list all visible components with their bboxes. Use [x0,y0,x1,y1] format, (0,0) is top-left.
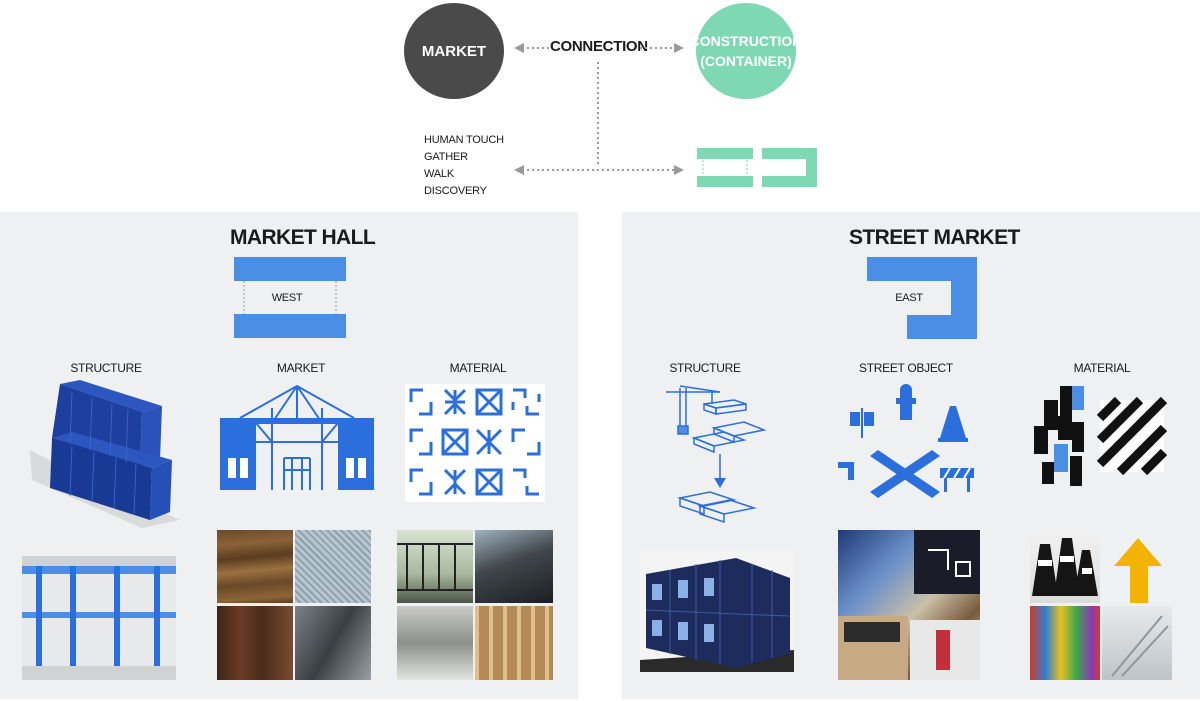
street-market-title: STREET MARKET [849,226,1020,249]
arrowhead-left [514,43,524,53]
west-plan-diagram [234,257,346,338]
street-col-material: MATERIAL [1073,361,1131,375]
connection-label: CONNECTION [550,38,648,55]
arrowhead-right [674,43,684,53]
street-object-collage-photo [838,530,980,680]
market-circle-label: MARKET [421,42,487,60]
hydrant-icon [900,390,912,420]
quality-item: HUMAN TOUCH [424,134,504,146]
east-plan-label: EAST [895,292,923,304]
connection-arrows [514,43,817,187]
brick-texture-photo [217,606,293,680]
construction-label-line1: CONSTRUCTION [689,33,803,49]
construction-label-line2: (CONTAINER) [700,53,792,69]
wood-grid-ceiling-photo [475,606,553,680]
faucet-icon [838,462,854,468]
sign-icon [850,412,860,426]
white-stair-photo [1102,606,1172,680]
construction-circle: CONSTRUCTION (CONTAINER) [690,3,802,99]
hall-col-structure: STRUCTURE [70,361,142,375]
traffic-cones-photo [1030,530,1100,603]
quality-item: DISCOVERY [424,185,487,197]
cone-icon [940,406,966,438]
container-symbol-icon [697,148,817,187]
crane-assembly-icon [666,385,767,524]
east-plan-diagram [867,257,977,339]
wood-texture-photo [217,530,293,603]
construction-circle-label: CONSTRUCTION (CONTAINER) [690,31,803,71]
ceiling-fan-photo [397,606,473,680]
metal-pipe-photo [295,606,371,680]
colorful-street-photo [1030,606,1100,680]
arrowhead-bottom-right [674,165,684,175]
quality-item: WALK [424,168,454,180]
stair-photo [475,530,553,603]
quality-item: GATHER [424,151,468,163]
material-pattern-icon [405,384,545,502]
hall-col-material: MATERIAL [449,361,507,375]
hall-col-market: MARKET [276,361,326,375]
street-col-structure: STRUCTURE [669,361,741,375]
railing-photo [397,530,473,603]
container-building-photo [640,550,794,672]
market-hall-title: MARKET HALL [230,226,376,249]
street-col-street-object: STREET OBJECT [859,361,953,375]
arrowhead-bottom-left [514,165,524,175]
hall-interior-photo [22,556,176,680]
mesh-texture-photo [295,530,371,603]
market-hall-facade-icon [220,384,374,490]
street-material-pattern [1034,386,1168,486]
street-objects-icon [838,384,974,498]
yellow-arrow-photo [1102,530,1172,603]
market-circle: MARKET [404,3,504,99]
qualities-list: HUMAN TOUCH GATHER WALK DISCOVERY [424,132,504,200]
west-plan-label: WEST [271,292,303,304]
stacked-containers-image [30,380,180,528]
